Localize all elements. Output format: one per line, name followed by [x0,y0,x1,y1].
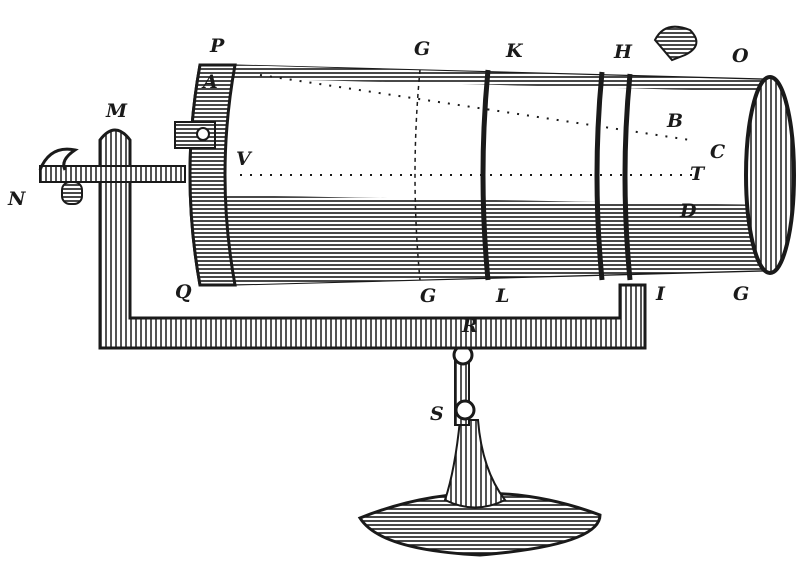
stand-base [357,419,602,557]
label-d: D [679,200,697,222]
label-n: N [7,188,26,210]
label-k: K [505,40,524,62]
label-l: L [495,285,509,307]
label-g-top: G [414,38,430,60]
label-o: O [732,45,749,67]
label-m: M [105,100,128,122]
label-a: A [201,71,218,93]
label-i: I [655,283,666,305]
label-h: H [613,41,633,63]
label-s: S [430,403,444,425]
cylinder-tube [174,25,796,287]
label-c: C [710,141,725,163]
stand-post [452,344,476,426]
label-q: Q [175,281,192,303]
label-v: V [236,148,253,170]
label-g-right: G [733,283,749,305]
label-g-bottom: G [420,285,436,307]
bracket-frame [98,128,647,350]
label-p: P [209,35,225,57]
label-r: R [461,315,478,337]
screw-rod [38,147,186,205]
label-t: T [690,163,706,185]
label-b: B [666,110,683,132]
